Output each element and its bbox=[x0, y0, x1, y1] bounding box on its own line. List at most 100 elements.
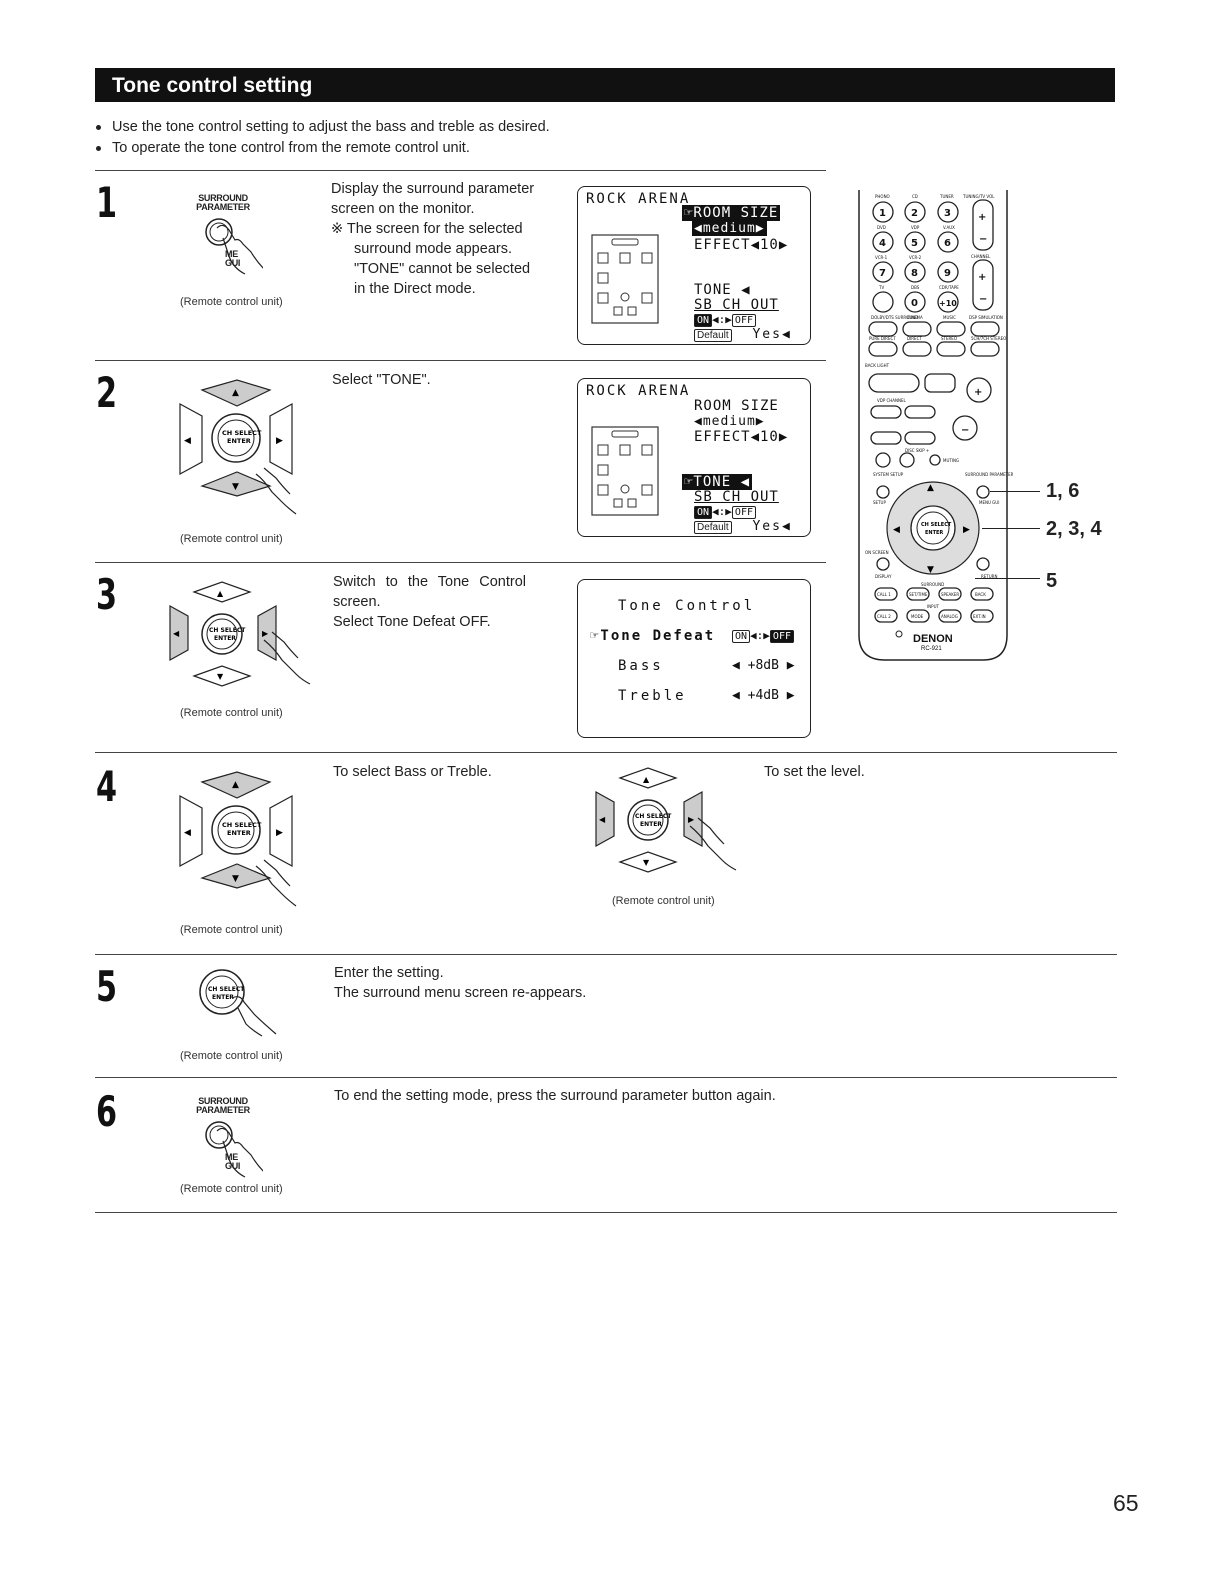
svg-text:◀: ◀ bbox=[599, 815, 606, 824]
svg-text:−: − bbox=[979, 234, 987, 245]
svg-text:▲: ▲ bbox=[217, 589, 224, 598]
osd-bass-label: Bass bbox=[618, 658, 664, 674]
button-label: SURROUND bbox=[198, 1096, 248, 1106]
step-number: 4 bbox=[96, 762, 118, 811]
callout-step-5: 5 bbox=[1046, 570, 1058, 592]
svg-text:3: 3 bbox=[944, 208, 951, 219]
description-line: Select "TONE". bbox=[332, 372, 431, 388]
step-number: 2 bbox=[96, 368, 118, 417]
remote-caption: (Remote control unit) bbox=[180, 1050, 283, 1062]
osd-on-key: ON bbox=[694, 314, 713, 327]
svg-text:TUNING/TV VOL: TUNING/TV VOL bbox=[962, 194, 995, 199]
svg-text:CH SELECT: CH SELECT bbox=[921, 522, 952, 528]
step-number: 1 bbox=[96, 178, 118, 227]
description-line: Switch to the Tone Control bbox=[333, 574, 526, 590]
svg-text:▶: ▶ bbox=[963, 525, 970, 535]
osd-default-row: Default Yes◀ bbox=[694, 327, 792, 342]
osd-on-key: ON bbox=[694, 506, 713, 519]
step-number: 6 bbox=[96, 1087, 118, 1136]
svg-text:◀: ◀ bbox=[173, 629, 180, 638]
svg-text:SETUP: SETUP bbox=[873, 500, 886, 505]
speaker-layout-icon bbox=[591, 426, 659, 516]
svg-text:▶: ▶ bbox=[276, 436, 283, 446]
svg-text:+10: +10 bbox=[939, 299, 957, 308]
svg-text:CHANNEL: CHANNEL bbox=[971, 254, 991, 259]
intro-bullets: Use the tone control setting to adjust t… bbox=[95, 117, 550, 159]
surround-parameter-button-illustration: SURROUND PARAMETER ME GUI bbox=[183, 193, 266, 289]
svg-text:ENTER: ENTER bbox=[227, 437, 251, 445]
svg-text:CH SELECT: CH SELECT bbox=[222, 429, 262, 437]
svg-text:ENTER: ENTER bbox=[212, 994, 234, 1001]
svg-text:SPEAKER: SPEAKER bbox=[941, 592, 959, 597]
svg-text:MENU GUI: MENU GUI bbox=[979, 500, 999, 505]
svg-text:DBS: DBS bbox=[911, 285, 920, 290]
button-label: ME bbox=[225, 1152, 238, 1162]
osd-sep: ◀:▶ bbox=[750, 629, 770, 642]
svg-text:4: 4 bbox=[879, 238, 886, 249]
cursor-pad-icon: ▲ ◀ ▶ CH SELECT ENTER ▼ bbox=[179, 771, 297, 907]
description-line: screen. bbox=[333, 594, 381, 610]
osd-title: ROCK ARENA bbox=[586, 383, 691, 399]
osd-sb-toggle: ON◀:▶OFF bbox=[694, 313, 756, 327]
osd-screen-surround-parameter: ROCK ARENA ☞ROOM SIZE ◀medium▶ EFFECT◀10… bbox=[577, 186, 811, 345]
callout-line bbox=[982, 528, 1040, 529]
osd-room-size-value: ◀medium▶ bbox=[692, 221, 767, 236]
svg-text:−: − bbox=[961, 425, 969, 436]
description-line: Display the surround parameter bbox=[331, 181, 535, 197]
remote-caption: (Remote control unit) bbox=[612, 895, 715, 907]
svg-text:MUSIC: MUSIC bbox=[943, 315, 956, 320]
svg-text:▶: ▶ bbox=[262, 629, 269, 638]
svg-text:STEREO: STEREO bbox=[941, 336, 957, 341]
osd-effect: EFFECT◀10▶ bbox=[694, 237, 789, 253]
svg-text:−: − bbox=[979, 294, 987, 305]
svg-text:BACK LIGHT: BACK LIGHT bbox=[865, 363, 890, 368]
svg-text:EXT.IN: EXT.IN bbox=[973, 614, 986, 619]
svg-text:▼: ▼ bbox=[232, 874, 239, 884]
svg-text:ANALOG: ANALOG bbox=[941, 614, 958, 619]
button-label: SURROUND bbox=[198, 193, 248, 203]
svg-text:SYSTEM SETUP: SYSTEM SETUP bbox=[873, 472, 904, 477]
osd-bass-value: ◀ +8dB ▶ bbox=[732, 658, 795, 673]
svg-text:9: 9 bbox=[944, 268, 951, 279]
intro-bullet: Use the tone control setting to adjust t… bbox=[95, 117, 550, 138]
svg-text:1: 1 bbox=[879, 208, 886, 219]
osd-defeat-toggle: ON◀:▶OFF bbox=[732, 629, 794, 643]
description-line: The surround menu screen re-appears. bbox=[334, 985, 587, 1001]
svg-text:▼: ▼ bbox=[927, 565, 934, 575]
svg-text:VCR-2: VCR-2 bbox=[909, 255, 922, 260]
osd-screen-tone-control: Tone Control ☞Tone Defeat ON◀:▶OFF Bass … bbox=[577, 579, 811, 738]
svg-text:VCR-1: VCR-1 bbox=[875, 255, 888, 260]
svg-text:DISC SKIP +: DISC SKIP + bbox=[905, 448, 929, 453]
svg-text:CINEMA: CINEMA bbox=[907, 315, 923, 320]
svg-text:+: + bbox=[978, 272, 986, 283]
osd-default-row: Default Yes◀ bbox=[694, 519, 792, 534]
description-line: To end the setting mode, press the surro… bbox=[334, 1088, 776, 1104]
osd-effect: EFFECT◀10▶ bbox=[694, 429, 789, 445]
remote-caption: (Remote control unit) bbox=[180, 296, 283, 308]
svg-text:5: 5 bbox=[911, 238, 918, 249]
svg-text:DOLBY/DTS SURROUND: DOLBY/DTS SURROUND bbox=[871, 315, 918, 320]
step-description: Enter the setting. The surround menu scr… bbox=[334, 963, 586, 1003]
osd-yes: Yes◀ bbox=[752, 327, 792, 342]
description-line: in the Direct mode. bbox=[354, 281, 476, 297]
svg-text:DISPLAY: DISPLAY bbox=[875, 574, 892, 579]
svg-text:MUTING: MUTING bbox=[943, 458, 959, 463]
svg-text:CH SELECT: CH SELECT bbox=[635, 813, 672, 820]
divider bbox=[95, 170, 826, 171]
osd-sep: ◀:▶ bbox=[712, 505, 732, 518]
svg-text:◀: ◀ bbox=[184, 828, 191, 838]
svg-text:RC-921: RC-921 bbox=[921, 646, 942, 652]
cursor-pad-icon: ▲ ◀ ▶ CH SELECT ENTER ▼ bbox=[595, 767, 737, 873]
section-title-bar: Tone control setting bbox=[95, 68, 1115, 102]
svg-text:TV: TV bbox=[878, 285, 884, 290]
step-number: 3 bbox=[96, 570, 118, 619]
svg-text:0: 0 bbox=[911, 298, 918, 309]
svg-text:DENON: DENON bbox=[913, 633, 953, 645]
svg-text:PHONO: PHONO bbox=[875, 194, 890, 199]
svg-text:SURROUND PARAMETER: SURROUND PARAMETER bbox=[965, 472, 1013, 477]
description-line: "TONE" cannot be selected bbox=[354, 261, 531, 277]
osd-screen-tone-select: ROCK ARENA ROOM SIZE ◀medium▶ EFFECT◀10▶… bbox=[577, 378, 811, 537]
svg-text:CALL 1: CALL 1 bbox=[877, 592, 891, 597]
osd-title: ROCK ARENA bbox=[586, 191, 691, 207]
